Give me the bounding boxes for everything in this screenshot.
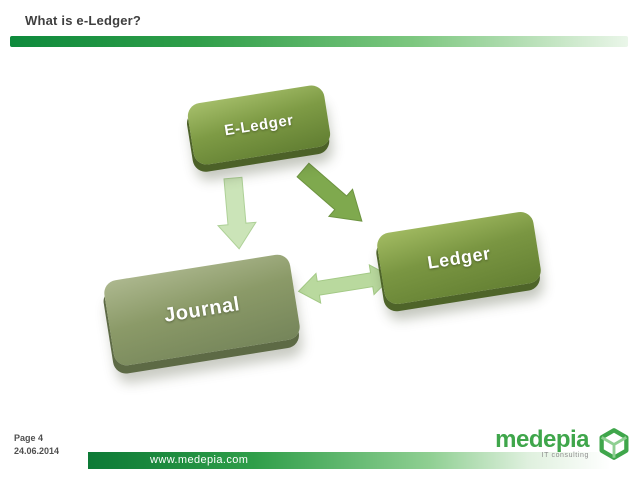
medepia-tagline: IT consulting (541, 452, 589, 459)
slide-title: What is e-Ledger? (25, 13, 142, 28)
title-accent-bar (10, 36, 628, 47)
diagram-node-ledger-label: Ledger (425, 242, 492, 273)
medepia-logo-text: medepia IT consulting (495, 426, 589, 460)
medepia-wordmark: medepia (495, 426, 589, 453)
page-number: Page 4 (14, 433, 44, 443)
arrow-eledger-to-journal-icon (216, 176, 257, 250)
medepia-cube-icon (599, 428, 629, 460)
arrow-journal-ledger-double-icon (297, 264, 393, 304)
diagram-node-journal-label: Journal (162, 292, 242, 327)
slide-date: 24.06.2014 (14, 446, 60, 456)
arrow-eledger-to-ledger-icon (296, 162, 363, 222)
footer-bar: www.medepia.com (88, 452, 638, 469)
medepia-logo: medepia IT consulting (495, 425, 633, 463)
diagram-node-e-ledger-label: E-Ledger (223, 111, 295, 139)
website-url: www.medepia.com (150, 454, 249, 466)
